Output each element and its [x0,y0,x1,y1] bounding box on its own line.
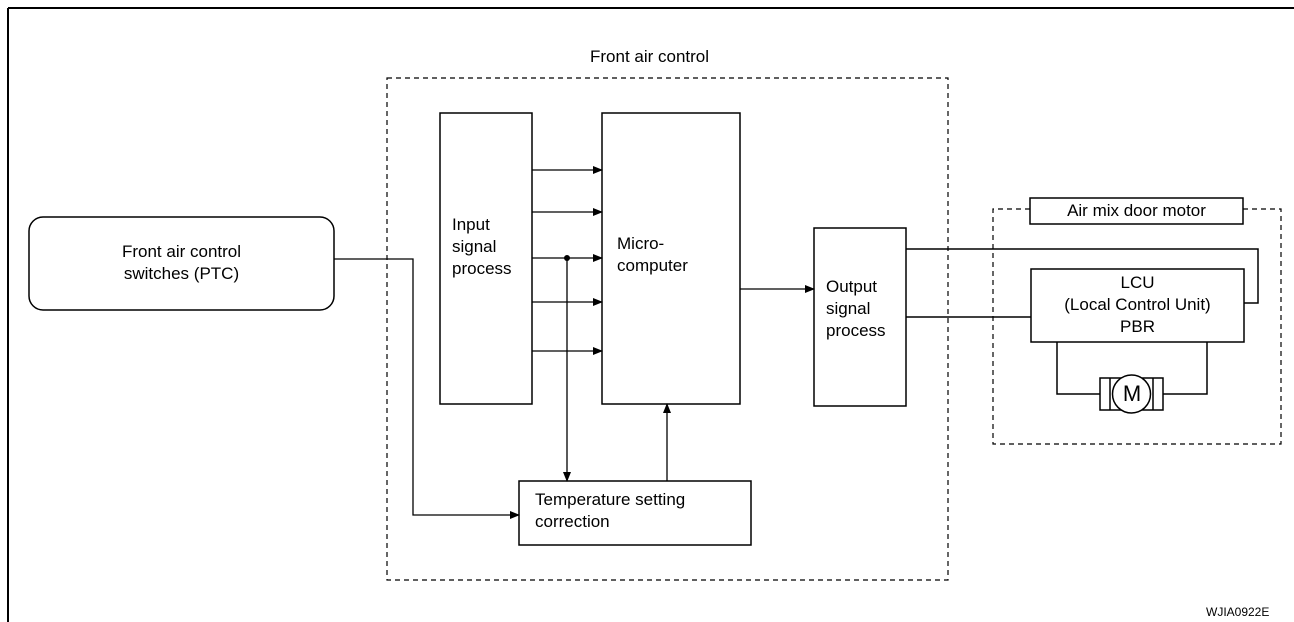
motor-icon [1111,374,1152,414]
output-to-lcu-upper-wire [906,248,1259,304]
motor-circuit-wire [1056,342,1208,395]
front-air-control-title: Front air control [590,47,710,66]
switches-box [28,216,335,311]
output-process-line1: Output [826,277,878,296]
temp-correction-label: Temperature setting correction [535,489,685,533]
air-mix-motor-label-box [1029,197,1244,225]
output-process-line3: process [826,321,886,340]
temp-correction-line2: correction [535,512,610,531]
input-process-label: Input signal process [452,214,512,280]
switches-to-temp-wire [334,258,520,519]
microcomputer-line1: Micro- [617,234,665,253]
air-mix-motor-title: Air mix door motor [1067,201,1206,220]
microcomputer-line2: computer [617,256,688,275]
lcu-line1: LCU [1120,273,1155,292]
switches-label-line2: switches (PTC) [123,264,240,283]
lcu-line2: (Local Control Unit) [1064,295,1211,314]
front-air-control-container [386,77,949,581]
lcu-box [1030,268,1245,343]
temp-correction-line1: Temperature setting [535,490,686,509]
input-process-line3: process [452,259,512,278]
switches-label-line1: Front air control [121,242,242,261]
output-process-label: Output signal process [826,276,886,342]
input-process-line2: signal [452,237,497,256]
microcomputer-label: Micro- computer [617,233,688,277]
lcu-line3: PBR [1120,317,1155,336]
input-process-line1: Input [452,215,490,234]
air-mix-motor-container [992,208,1282,445]
lcu-label: LCU (Local Control Unit) PBR [1031,272,1244,338]
output-process-line2: signal [826,299,871,318]
figure-code: WJIA0922E [1206,605,1270,619]
motor-symbol-label: M [1122,381,1142,406]
switches-label: Front air control switches (PTC) [29,241,334,285]
